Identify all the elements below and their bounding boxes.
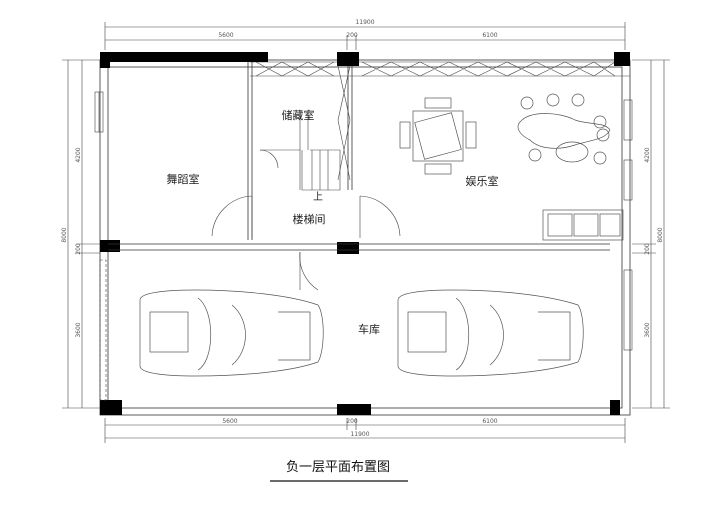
car-left [139, 289, 324, 377]
room-label-garage: 车库 [358, 322, 380, 336]
dim-top-total: 11900 [355, 19, 374, 26]
bottom-dimensions: 5600 200 6100 11900 [104, 418, 626, 443]
dim-bottom-right: 6100 [482, 418, 497, 425]
top-dimensions: 11900 5600 200 6100 [104, 19, 626, 50]
car-right [397, 289, 584, 377]
right-dimensions: 4200 200 3600 8000 [632, 59, 670, 409]
dim-bottom-total: 11900 [350, 431, 369, 438]
outer-walls [99, 59, 631, 416]
room-label-storage: 储藏室 [282, 108, 315, 122]
dim-top-right: 6100 [482, 32, 497, 39]
tea-set-furniture [517, 93, 611, 165]
sofa-furniture [542, 209, 624, 241]
columns [100, 52, 630, 415]
dim-right-upper: 4200 [644, 147, 651, 162]
dim-bottom-left: 5600 [222, 418, 237, 425]
dim-top-mid: 200 [346, 32, 358, 39]
room-label-entertainment: 娱乐室 [466, 174, 499, 188]
dim-bottom-mid: 200 [346, 418, 358, 425]
dim-left-lower: 3600 [75, 322, 82, 337]
plan-title: 负一层平面布置图 [286, 460, 390, 475]
right-windows [623, 99, 633, 351]
table-furniture [399, 97, 477, 175]
room-label-stair: 楼梯间 [293, 212, 326, 226]
dim-top-left: 5600 [218, 32, 233, 39]
doors [211, 149, 401, 291]
dim-right-lower: 3600 [644, 322, 651, 337]
dim-left-total: 8000 [61, 227, 68, 242]
left-windows [94, 91, 107, 401]
interior-walls [108, 62, 610, 251]
left-dimensions: 4200 200 3600 8000 [61, 59, 100, 409]
dim-left-upper: 4200 [75, 147, 82, 162]
dim-right-mid: 200 [644, 243, 651, 255]
room-label-dance: 舞蹈室 [167, 172, 200, 186]
stair-up-label: 上 [313, 191, 323, 203]
dim-left-mid: 200 [75, 243, 82, 255]
dim-right-total: 8000 [657, 227, 664, 242]
